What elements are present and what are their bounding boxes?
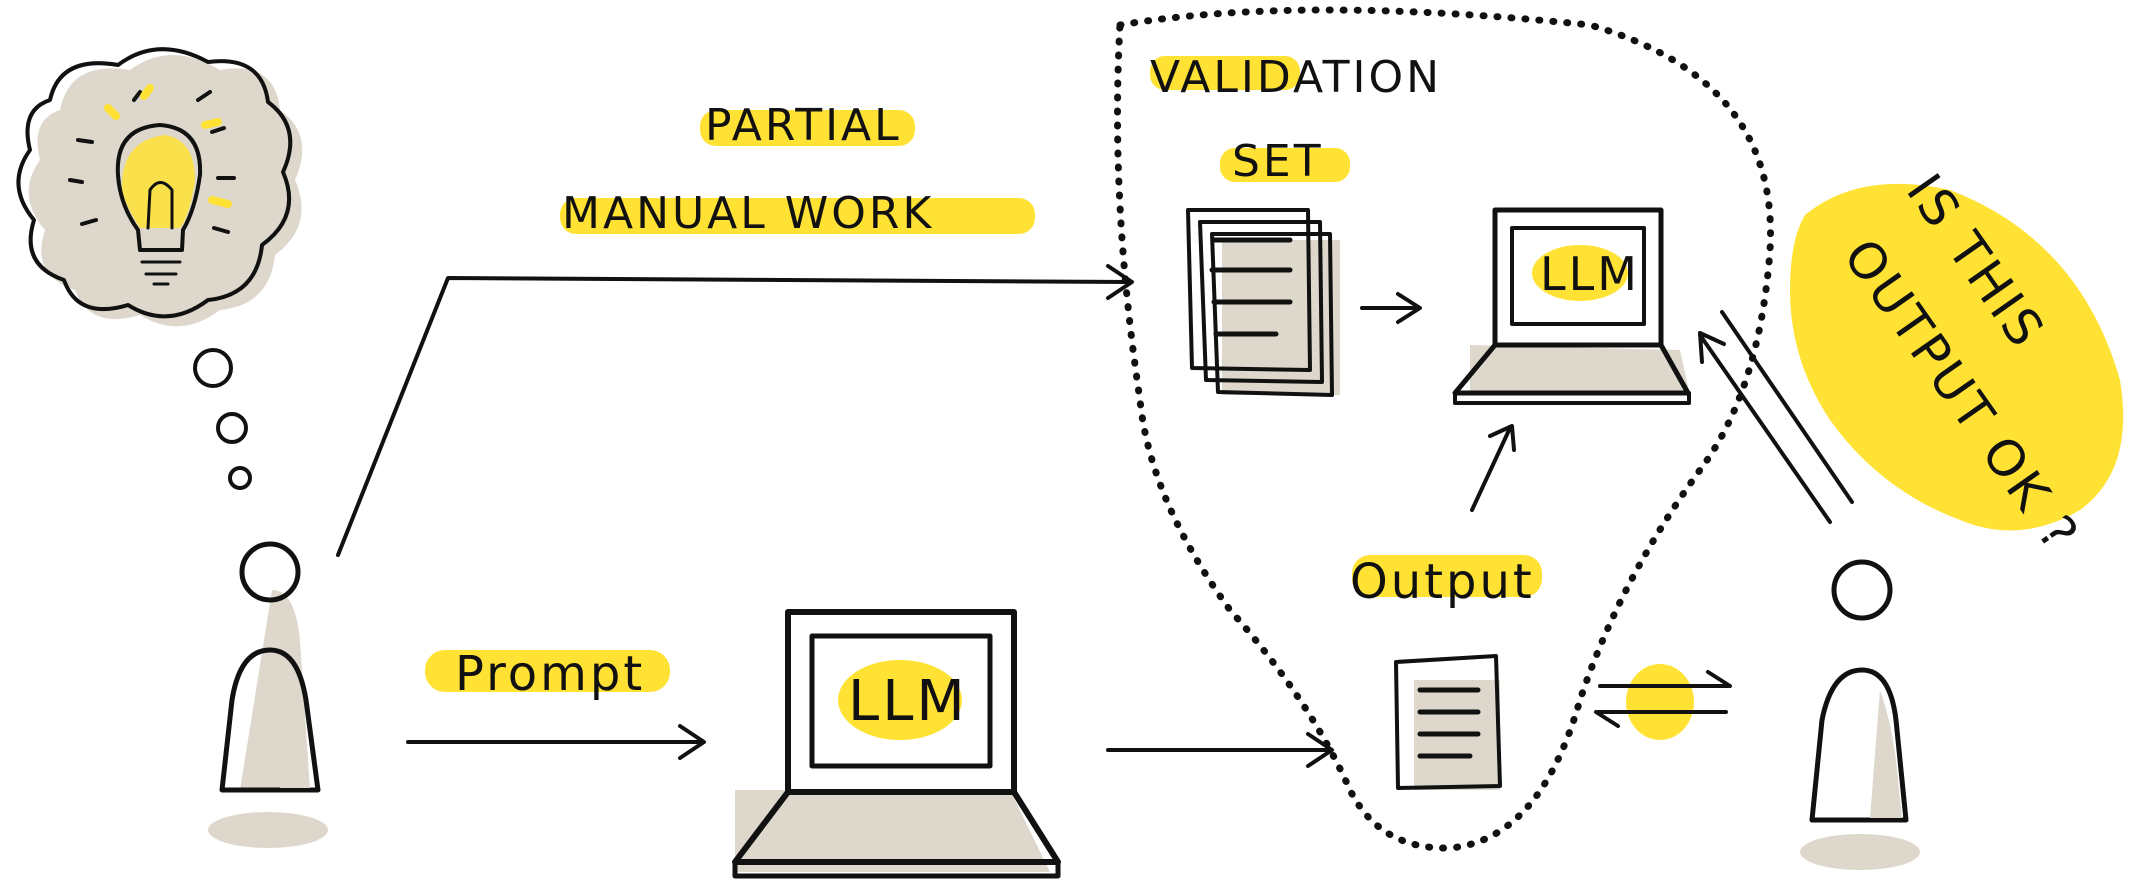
validation-label-line2: SET (1232, 136, 1324, 187)
person-icon (208, 541, 328, 848)
partial-manual-work-label: PARTIAL MANUAL WORK (560, 100, 1035, 239)
prompt-label-text: Prompt (455, 646, 645, 702)
arrow-icon (406, 724, 706, 760)
partial-label-line1: PARTIAL (705, 100, 902, 151)
document-icon (1394, 654, 1502, 790)
laptop-icon: LLM (732, 609, 1061, 879)
arrow-icon (1360, 292, 1422, 324)
llm-main-label: LLM (848, 669, 968, 734)
thought-cloud-icon (16, 47, 303, 490)
output-label: Output (1350, 554, 1542, 610)
exchange-arrows-icon (1594, 664, 1732, 740)
validation-set-label: VALIDATION SET (1150, 52, 1442, 187)
arrow-icon (1106, 732, 1334, 768)
person-icon (1800, 559, 1920, 870)
prompt-label: Prompt (425, 646, 670, 702)
lightbulb-icon (68, 84, 236, 286)
validation-label-line1: VALIDATION (1150, 52, 1442, 103)
document-stack-icon (1186, 208, 1340, 397)
arrow-icon (1470, 424, 1516, 512)
arrow-icon (336, 264, 1134, 557)
question-bubble: IS THIS OUTPUT OK ? (1790, 164, 2124, 563)
output-label-text: Output (1350, 554, 1535, 610)
feedback-arrows-icon (1698, 310, 1854, 524)
validation-region (1114, 6, 1774, 852)
laptop-icon: LLM (1452, 207, 1691, 405)
llm-validation-label: LLM (1540, 247, 1640, 301)
partial-label-line2: MANUAL WORK (562, 188, 934, 239)
